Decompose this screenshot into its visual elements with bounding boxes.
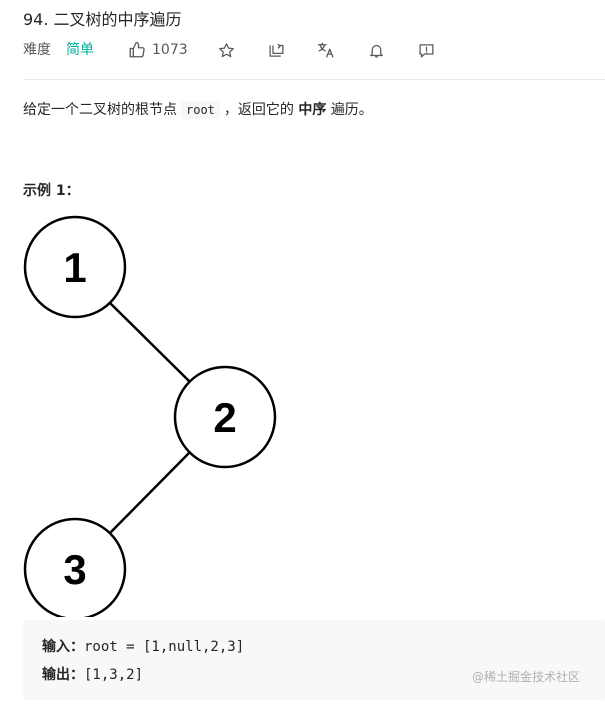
output-value: [1,3,2]: [84, 667, 144, 683]
translate-icon: [317, 41, 335, 59]
example-code-block: 输入：root = [1,null,2,3] 输出：[1,3,2]: [23, 620, 605, 700]
example-output-line: 输出：[1,3,2]: [42, 664, 143, 684]
share-icon: [268, 42, 285, 59]
description-suffix: 遍历。: [330, 102, 373, 118]
example-title: 示例 1：: [23, 183, 80, 199]
description-middle: ，返回它的: [223, 102, 294, 118]
input-label: 输入：: [42, 639, 84, 655]
tree-node-label: 1: [63, 244, 86, 291]
tree-node-3: 3: [23, 517, 127, 617]
problem-meta-bar: 难度 简单 1073: [23, 40, 603, 60]
tree-edge-1-2: [109, 302, 191, 383]
bell-icon: [368, 42, 385, 59]
header-divider: [23, 79, 605, 80]
difficulty-value: 简单: [66, 42, 94, 58]
favorite-button[interactable]: [216, 40, 236, 60]
description-bold: 中序: [298, 102, 327, 118]
like-count: 1073: [152, 42, 188, 58]
notification-button[interactable]: [366, 40, 386, 60]
feedback-icon: [418, 42, 435, 59]
tree-node-label: 3: [63, 546, 86, 593]
example-input-line: 输入：root = [1,null,2,3]: [42, 636, 244, 656]
thumbs-up-icon: [128, 41, 146, 59]
tree-node-1: 1: [23, 215, 127, 319]
output-label: 输出：: [42, 667, 84, 683]
input-value: root = [1,null,2,3]: [84, 639, 245, 655]
like-button[interactable]: 1073: [128, 40, 188, 60]
share-button[interactable]: [266, 40, 286, 60]
tree-edge-2-3: [109, 451, 191, 534]
watermark: @稀土掘金技术社区: [472, 670, 581, 684]
description-prefix: 给定一个二叉树的根节点: [23, 102, 177, 118]
difficulty-label: 难度: [23, 42, 51, 58]
translate-button[interactable]: [316, 40, 336, 60]
problem-title: 94. 二叉树的中序遍历: [23, 10, 182, 29]
tree-node-label: 2: [213, 394, 236, 441]
description-code: root: [181, 101, 220, 119]
feedback-button[interactable]: [416, 40, 436, 60]
binary-tree-diagram: 1 2 3: [23, 215, 277, 617]
star-icon: [218, 42, 235, 59]
tree-node-2: 2: [173, 365, 277, 469]
